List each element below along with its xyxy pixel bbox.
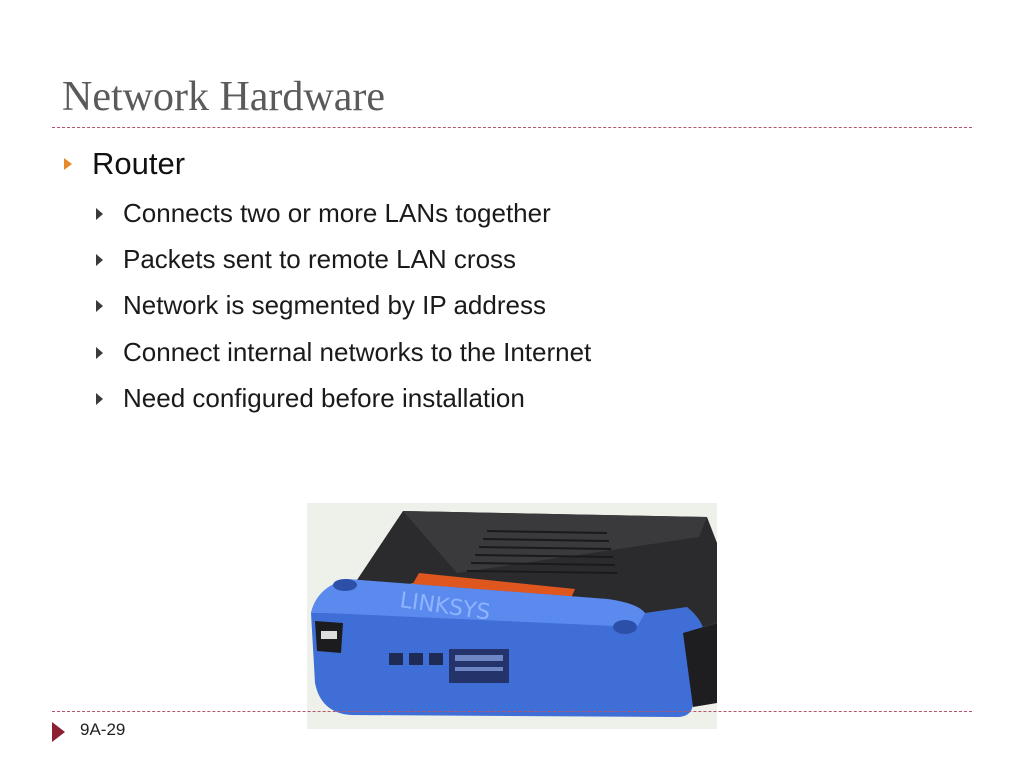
sub-bullet-text: Connects two or more LANs together [123, 198, 551, 228]
sub-bullet: Network is segmented by IP address [96, 290, 546, 321]
sub-bullet: Connect internal networks to the Interne… [96, 337, 591, 368]
sub-bullet-text: Packets sent to remote LAN cross [123, 244, 517, 274]
sub-bullet-text: Need configured before installation [123, 383, 525, 413]
bullet-arrow-icon [96, 253, 103, 266]
sub-bullet-text: Network is segmented by IP address [123, 290, 546, 320]
slide-title: Network Hardware [62, 74, 386, 120]
router-image: LINKSYS [307, 503, 717, 729]
bullet-router: Router [64, 146, 185, 182]
bullet-arrow-icon [96, 299, 103, 312]
bullet-text: Router [92, 146, 186, 181]
sub-bullet: Need configured before installation [96, 383, 525, 414]
title-divider [52, 127, 972, 128]
sub-bullet: Packets sent to remote LAN cross [96, 244, 516, 275]
footer-marker-icon [52, 722, 65, 742]
sub-bullet: Connects two or more LANs together [96, 198, 551, 229]
bullet-arrow-icon [96, 392, 103, 405]
page-number: 9A-29 [80, 720, 126, 739]
bullet-arrow-icon [96, 207, 103, 220]
bullet-arrow-icon [96, 346, 103, 359]
bullet-arrow-icon [64, 158, 72, 170]
footer-divider [52, 711, 972, 712]
router-illustration: LINKSYS [307, 503, 717, 729]
sub-bullet-text: Connect internal networks to the Interne… [123, 337, 592, 367]
